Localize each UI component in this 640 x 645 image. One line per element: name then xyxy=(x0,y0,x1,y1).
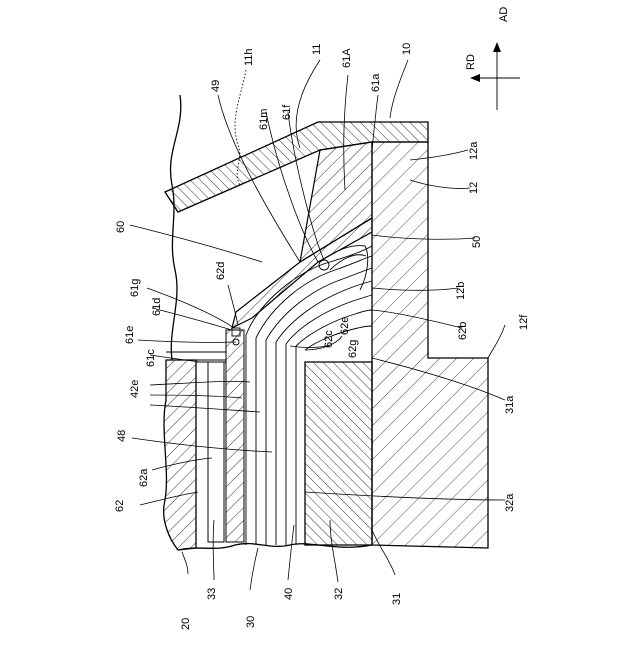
label-61d: 61d xyxy=(151,298,163,316)
strip-30 xyxy=(226,330,244,542)
label-61e: 61e xyxy=(124,326,136,344)
label-62: 62 xyxy=(114,500,126,512)
label-12b: 12b xyxy=(455,282,467,300)
label-61g: 61g xyxy=(129,279,141,297)
label-60: 60 xyxy=(115,221,127,233)
label-32a: 32a xyxy=(504,493,516,512)
strip-33 xyxy=(208,362,224,542)
label-10: 10 xyxy=(401,43,413,55)
label-49: 49 xyxy=(210,80,222,92)
axes-indicator xyxy=(470,42,520,110)
label-30: 30 xyxy=(245,616,257,628)
label-31a: 31a xyxy=(504,395,516,414)
label-62e: 62e xyxy=(339,317,351,335)
label-31: 31 xyxy=(391,593,403,605)
break-line-left xyxy=(170,95,180,360)
label-rd: RD xyxy=(465,54,477,70)
label-12a: 12a xyxy=(468,141,480,160)
block-12 xyxy=(372,142,488,548)
label-12f: 12f xyxy=(518,314,530,330)
label-33: 33 xyxy=(206,588,218,600)
label-61a: 61a xyxy=(370,73,382,92)
label-20: 20 xyxy=(180,618,192,630)
label-ad: AD xyxy=(498,7,510,22)
layer-stack-40 xyxy=(246,335,296,545)
label-11h: 11h xyxy=(243,48,255,66)
label-50: 50 xyxy=(471,236,483,248)
label-12: 12 xyxy=(468,182,480,194)
label-62c: 62c xyxy=(323,330,335,348)
label-48: 48 xyxy=(116,430,128,442)
label-62d: 62d xyxy=(215,262,227,280)
label-61m: 61m xyxy=(258,109,270,130)
label-40: 40 xyxy=(283,588,295,600)
label-32: 32 xyxy=(333,588,345,600)
label-62a: 62a xyxy=(138,468,150,487)
seal-arm-61 xyxy=(232,218,372,328)
member-62 xyxy=(164,360,196,550)
label-62b: 62b xyxy=(457,322,469,340)
label-61c: 61c xyxy=(145,349,157,367)
label-62g: 62g xyxy=(347,340,359,358)
block-32 xyxy=(305,362,372,545)
label-61f: 61f xyxy=(281,104,293,120)
label-61A: 61A xyxy=(341,48,353,68)
label-42e: 42e xyxy=(129,380,141,398)
label-11: 11 xyxy=(311,44,323,55)
